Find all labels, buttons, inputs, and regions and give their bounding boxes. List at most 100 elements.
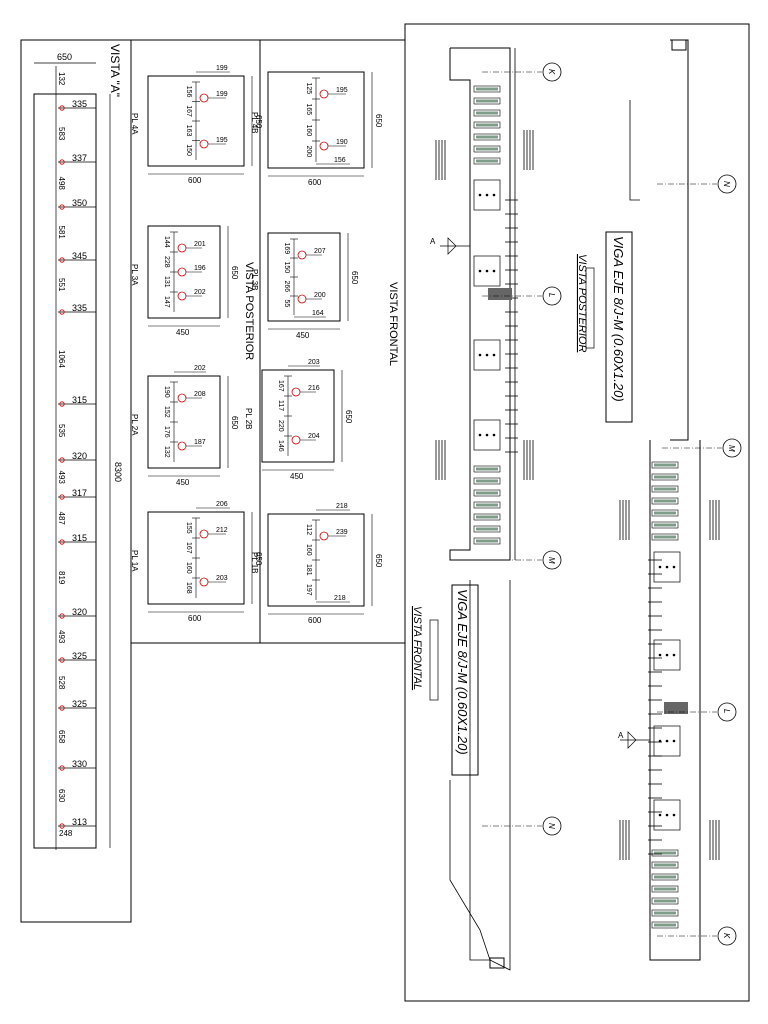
- stirrup: [473, 133, 501, 141]
- beam-haunch-upper: [629, 100, 640, 201]
- plate-right-dim: 212: [216, 527, 228, 534]
- plate-bolt: [297, 294, 307, 304]
- axis-bubble: [717, 702, 737, 722]
- plate-left-dim: 197: [305, 584, 312, 596]
- beam-elevations: VIGA EJE 8/J-M (0.60X1.20) VISTA POSTERI…: [411, 39, 742, 971]
- stirrup-fill: [476, 123, 498, 127]
- plate-left-dim: 55: [283, 300, 290, 308]
- vista-a-row-left: 1064: [57, 350, 66, 368]
- vista-posterior-title: VISTA POSTERIOR: [243, 262, 255, 360]
- axis-label-lower: M: [547, 557, 556, 564]
- axis-label-upper: L: [547, 293, 556, 297]
- plate-left-dim: 181: [305, 564, 312, 576]
- vista-a-bolt: [59, 494, 65, 500]
- vista-a-bolt: [59, 257, 65, 263]
- stirrup: [473, 465, 501, 473]
- plate-height: 650: [344, 410, 353, 424]
- plate-left-dim: 165: [305, 104, 312, 116]
- plate-left-dim: 117: [277, 400, 284, 411]
- plate-right-dim: 239: [336, 529, 348, 536]
- axis-bubble: [542, 62, 562, 82]
- axis-label-lower: N: [547, 823, 556, 829]
- plate-outline: [147, 375, 221, 469]
- stirrup: [651, 521, 679, 529]
- plate-right-dim: 201: [194, 241, 206, 248]
- plate-width: 600: [308, 616, 322, 625]
- plate-top: 199: [216, 65, 228, 72]
- stirrup-fill: [654, 475, 676, 479]
- plate-outline: [147, 75, 245, 167]
- stirrup-fill: [654, 863, 676, 867]
- vista-a-row-left: 493: [57, 471, 66, 485]
- vista-a-bolt: [59, 765, 65, 771]
- stirrup: [651, 921, 679, 929]
- beam-posterior-right-edge: [670, 39, 689, 441]
- stirrup: [473, 109, 501, 117]
- plate-width: 450: [296, 331, 310, 340]
- vista-a-bolt: [59, 309, 65, 315]
- plate-bolt: [319, 141, 329, 151]
- connection-bolt: [672, 653, 676, 657]
- plate-left-dim: 131: [163, 276, 170, 288]
- connection-bolt: [658, 565, 662, 569]
- stirrup-fill: [476, 159, 498, 163]
- connection-box: [653, 639, 681, 671]
- vista-a-row-left: 581: [57, 226, 66, 240]
- vista-a-row-right: 325: [72, 699, 87, 709]
- plate-width: 600: [188, 614, 202, 623]
- connection-box: [473, 179, 501, 211]
- stirrup: [473, 97, 501, 105]
- vista-a-bolt: [59, 401, 65, 407]
- plate-left-dim: 167: [185, 105, 192, 117]
- plate-right-dim: 207: [314, 248, 326, 255]
- beam-posterior-title-box: [605, 231, 633, 423]
- connection-bolt: [485, 193, 489, 197]
- plate-left-dim: 266: [283, 281, 290, 293]
- stirrup: [473, 85, 501, 93]
- stirrup-fill: [476, 491, 498, 495]
- connection-box: [473, 419, 501, 451]
- connection-bolt: [492, 353, 496, 357]
- connection-bolt: [478, 353, 482, 357]
- plate-bolt: [177, 267, 187, 277]
- plate-bolt: [177, 441, 187, 451]
- plate-bolt: [297, 250, 307, 260]
- plate-left-dim: 160: [305, 125, 312, 137]
- stirrup-fill: [476, 539, 498, 543]
- stirrup-fill: [654, 923, 676, 927]
- plate-bottom: 218: [334, 595, 346, 602]
- vista-a-row-right: 313: [72, 817, 87, 827]
- plate-left-dim: 155: [185, 522, 192, 534]
- plate-name: PL 1B: [250, 552, 259, 574]
- stirrup: [651, 885, 679, 893]
- vista-a-row-left: 630: [57, 789, 66, 803]
- stirrup: [473, 501, 501, 509]
- connection-box: [653, 725, 681, 757]
- connection-bolt: [492, 433, 496, 437]
- plate-left-dim: 150: [283, 262, 290, 274]
- vista-a-bolt: [59, 204, 65, 210]
- vista-a-column: [33, 93, 97, 849]
- plate-right-dim: 199: [216, 91, 228, 98]
- plate-outline: [147, 225, 221, 319]
- plate-left-dim: 200: [305, 146, 312, 158]
- stirrup-fill: [476, 515, 498, 519]
- connection-bolt: [665, 813, 669, 817]
- plate-height: 650: [350, 271, 359, 285]
- vista-a-bolt: [59, 159, 65, 165]
- axis-bubble: [717, 926, 737, 946]
- stirrup-fill: [654, 911, 676, 915]
- connection-bolt: [492, 193, 496, 197]
- plate-right-dim: 202: [194, 289, 206, 296]
- vista-a-row-right: 337: [72, 153, 87, 163]
- stirrup-fill: [654, 887, 676, 891]
- plate-left-dim: 160: [185, 562, 192, 574]
- plate-right-dim: 216: [308, 385, 320, 392]
- plate-left-dim: 132: [163, 446, 170, 458]
- stirrup-fill: [476, 135, 498, 139]
- axis-l-block-lower: [664, 702, 688, 714]
